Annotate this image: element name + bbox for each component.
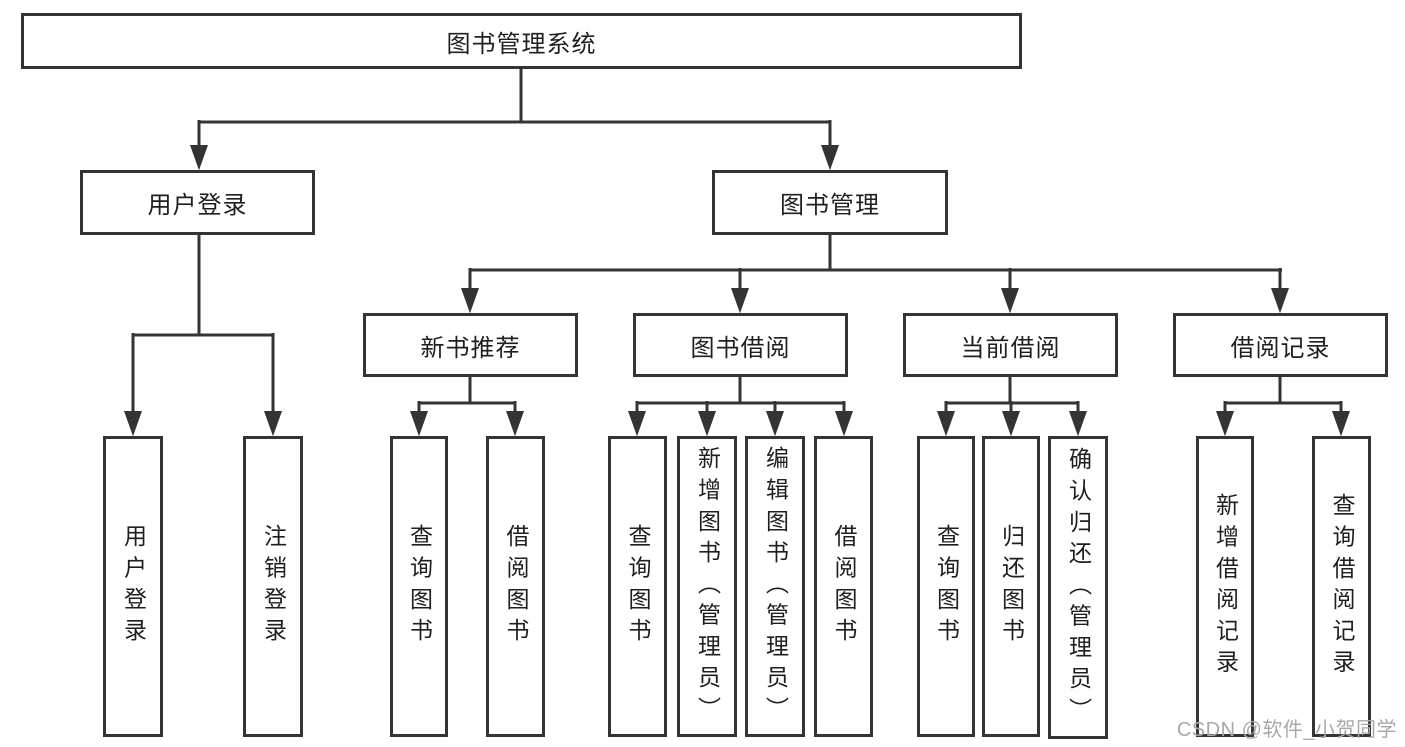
node-user-login-leaf: 用户登录 [103, 436, 163, 737]
node-borrowing-records: 借阅记录 [1173, 313, 1388, 377]
node-add-books-admin: 新增图书（管理员） [677, 436, 737, 737]
node-query-borrow-record: 查询借阅记录 [1312, 436, 1371, 737]
node-logout: 注销登录 [243, 436, 303, 737]
node-current-borrowing: 当前借阅 [903, 313, 1118, 377]
csdn-watermark: CSDN @软件_小贺同学 [1176, 719, 1397, 741]
node-add-borrow-record: 新增借阅记录 [1196, 436, 1254, 737]
node-library-management-system: 图书管理系统 [21, 13, 1022, 69]
node-book-borrowing: 图书借阅 [633, 313, 848, 377]
node-return-books: 归还图书 [982, 436, 1040, 737]
node-query-books-2: 查询图书 [608, 436, 667, 737]
node-query-books-3: 查询图书 [917, 436, 975, 737]
node-edit-books-admin: 编辑图书（管理员） [745, 436, 805, 737]
node-confirm-return-admin: 确认归还（管理员） [1048, 436, 1108, 739]
node-book-management: 图书管理 [712, 170, 948, 235]
node-borrow-books-2: 借阅图书 [814, 436, 873, 737]
node-query-books-1: 查询图书 [390, 436, 448, 737]
node-user-login: 用户登录 [80, 170, 315, 235]
node-borrow-books-1: 借阅图书 [486, 436, 545, 737]
node-new-book-recommendation: 新书推荐 [363, 313, 578, 377]
